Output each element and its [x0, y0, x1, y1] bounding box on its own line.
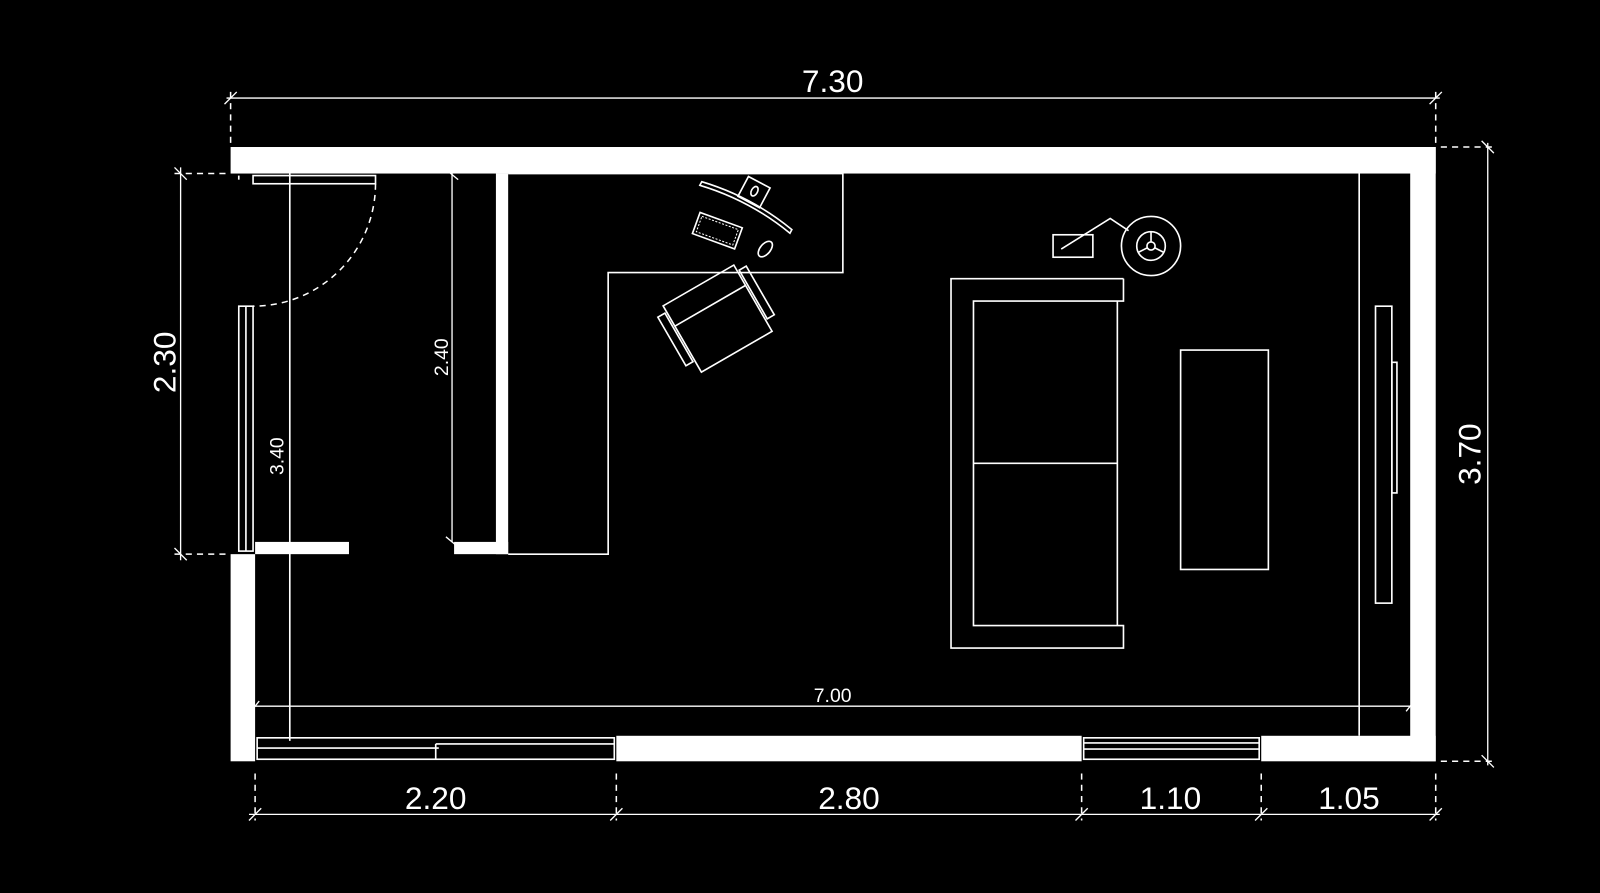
- dim-bottom-segment-3: 1.10: [1140, 780, 1202, 816]
- side-table: [1052, 217, 1130, 259]
- dim-overall-width: 7.30: [802, 63, 864, 99]
- bottom-wall-middle: [616, 735, 1082, 762]
- desk: [508, 172, 844, 555]
- keyboard: [691, 211, 744, 250]
- window-bottom-right: [1082, 737, 1261, 761]
- entry-door: [237, 174, 377, 307]
- dimension-partition: 2.40: [431, 168, 459, 548]
- dim-closet-depth: 3.40: [267, 437, 289, 475]
- dim-partition-length: 2.40: [431, 338, 453, 376]
- office-chair: [656, 263, 776, 374]
- window-left-wall: [237, 305, 254, 552]
- dim-bottom-segment-4: 1.05: [1318, 780, 1380, 816]
- dim-bottom-segment-1: 2.20: [405, 780, 467, 816]
- dim-bottom-segment-2: 2.80: [818, 780, 880, 816]
- sofa: [950, 277, 1125, 649]
- coffee-table: [1179, 349, 1270, 571]
- interior-wall-foot: [454, 541, 509, 555]
- dim-entry-wall: 2.30: [147, 332, 183, 394]
- left-wall-lower: [230, 554, 256, 762]
- entry-partition: [255, 541, 349, 555]
- tv-unit: [1374, 305, 1398, 604]
- dimension-interior-width: 7.00: [250, 685, 1415, 712]
- dimension-bottom: 2.20 2.80 1.10 1.05: [248, 773, 1443, 821]
- dim-overall-depth: 3.70: [1452, 423, 1488, 485]
- right-wall: [1410, 147, 1436, 762]
- door-swing-arc: [253, 183, 377, 307]
- floor-lamp: [1120, 215, 1182, 277]
- dimension-left: 2.30: [147, 166, 227, 561]
- door-leaf: [252, 174, 377, 185]
- computer-monitor: [698, 175, 793, 235]
- walls: [230, 147, 1436, 762]
- top-wall: [230, 147, 1436, 174]
- sliding-window-bottom-left: [256, 737, 616, 761]
- dim-interior-width: 7.00: [814, 685, 852, 707]
- interior-wall: [495, 173, 509, 555]
- dimension-right: 3.70: [1440, 140, 1495, 768]
- dimension-top: 7.30: [224, 63, 1443, 143]
- bottom-wall-right: [1261, 735, 1436, 762]
- mouse: [757, 240, 774, 258]
